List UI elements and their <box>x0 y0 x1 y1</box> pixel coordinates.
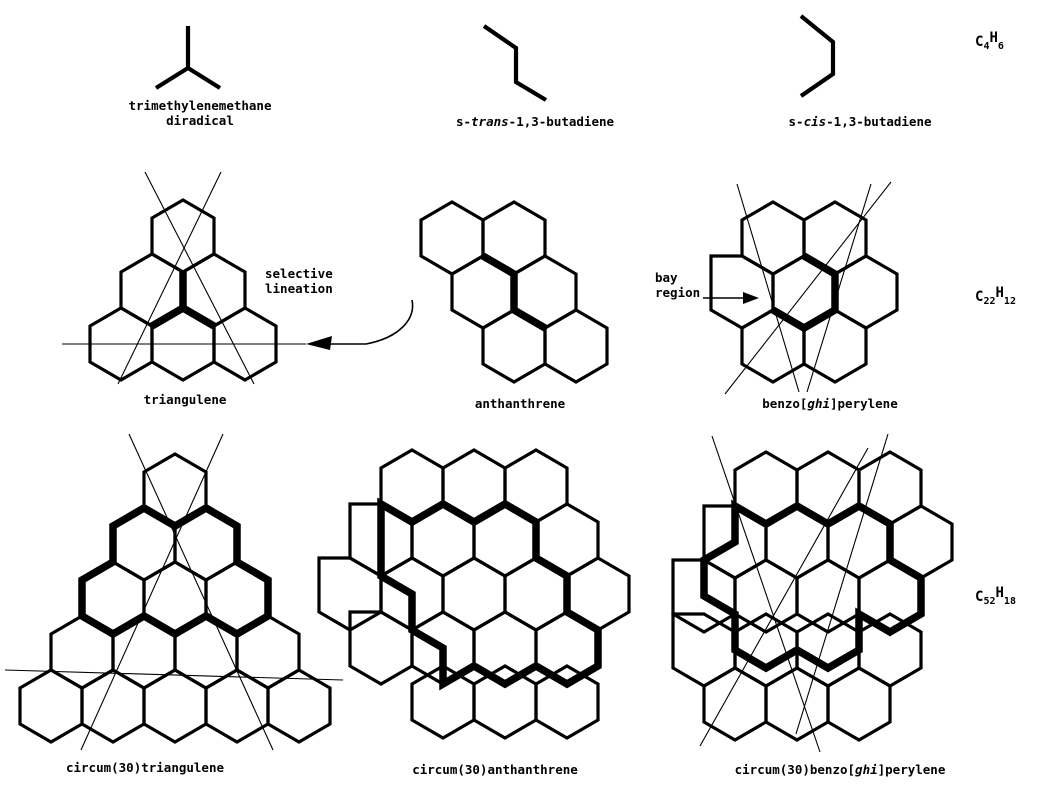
caption-prefix: s- <box>455 114 472 129</box>
cis-zigzag-path <box>799 14 836 98</box>
circum30-anthanthrene-bold-core-outline <box>377 497 602 691</box>
caption-line-1: trimethylenemethane <box>128 98 272 113</box>
benzo-ghi-perylene-selective-lineations <box>724 181 892 395</box>
y-bond-path <box>154 26 222 90</box>
benzo-ghi-perylene-drawing <box>709 181 899 395</box>
annotation-line-1: selective <box>265 266 333 281</box>
caption-s-trans-butadiene: s-trans-1,3-butadiene <box>375 114 695 129</box>
anthanthrene-drawing <box>419 200 609 384</box>
annotation-bay-region-arrow <box>703 288 763 310</box>
circum30-triangulene-bold-core-outline <box>78 503 272 639</box>
circum30-benzo-ghi-perylene-selective-lineations <box>699 433 889 753</box>
circum30-triangulene-drawing <box>4 433 344 751</box>
caption-prefix: circum(30)benzo[ <box>734 762 856 777</box>
annotation-selective-lineation-arrow <box>288 298 418 358</box>
caption-prefix: benzo[ <box>762 396 808 411</box>
formula-row-3: C52H18 <box>975 585 1016 607</box>
caption-benzo-ghi-perylene: benzo[ghi]perylene <box>690 396 970 411</box>
formula-sub-2: 6 <box>997 41 1004 53</box>
circum30-triangulene-selective-lineations <box>4 433 344 751</box>
annotation-selective-lineation: selective lineation <box>265 266 333 296</box>
formula-sub-2: 18 <box>1003 596 1016 608</box>
circum30-triangulene-hexagon-lattice <box>18 452 332 744</box>
structure-triangulene <box>58 168 308 388</box>
caption-suffix: -1,3-butadiene <box>508 114 615 129</box>
annotation-line-2: lineation <box>265 281 333 296</box>
straight-arrow-right-icon <box>703 292 759 304</box>
formula-row-2: C22H12 <box>975 285 1016 307</box>
s-cis-butadiene-drawing <box>799 14 836 98</box>
caption-italic: cis <box>803 114 827 129</box>
caption-italic: ghi <box>807 396 830 411</box>
annotation-line-1: bay <box>655 270 678 285</box>
structure-anthanthrene <box>418 196 628 384</box>
formula-sub-1: 22 <box>983 296 996 308</box>
structure-benzo-ghi-perylene <box>695 180 930 395</box>
circum30-anthanthrene-drawing <box>317 448 631 740</box>
formula-sub-1: 4 <box>983 41 990 53</box>
caption-italic: ghi <box>855 762 878 777</box>
formula-element-1: C <box>975 289 984 306</box>
structure-circum30-benzo-ghi-perylene <box>671 433 972 754</box>
caption-text: circum(30)triangulene <box>65 760 225 775</box>
structure-circum30-anthanthrene <box>317 440 642 750</box>
trimethylenemethane-drawing <box>154 26 222 90</box>
caption-s-cis-butadiene: s-cis-1,3-butadiene <box>700 114 1020 129</box>
triangulene-drawing <box>62 171 306 385</box>
structure-trimethylenemethane <box>140 20 250 100</box>
caption-circum30-benzo-ghi-perylene: circum(30)benzo[ghi]perylene <box>680 762 1000 777</box>
triangulene-selective-lineations <box>62 171 306 385</box>
formula-sub-1: 52 <box>983 596 996 608</box>
circum30-benzo-ghi-perylene-drawing <box>671 433 954 753</box>
caption-anthanthrene: anthanthrene <box>400 396 640 411</box>
caption-line-2: diradical <box>166 113 234 128</box>
structure-s-trans-butadiene <box>480 20 590 102</box>
caption-trimethylenemethane: trimethylenemethane diradical <box>45 98 355 128</box>
formula-element-1: C <box>975 589 984 606</box>
circum30-benzo-ghi-perylene-hexagon-lattice <box>671 450 954 742</box>
circum30-benzo-ghi-perylene-bold-core-outline <box>700 499 925 673</box>
caption-suffix: ]perylene <box>877 762 946 777</box>
anthanthrene-bold-bonds <box>481 252 547 332</box>
benzo-ghi-perylene-bold-bonds <box>771 252 839 333</box>
trans-zigzag-path <box>482 24 548 102</box>
caption-prefix: s- <box>788 114 804 129</box>
structure-s-cis-butadiene <box>795 12 905 102</box>
formula-row-1: C4H6 <box>975 30 1004 52</box>
circum30-anthanthrene-hexagon-lattice <box>317 448 631 740</box>
formula-element-1: C <box>975 34 984 51</box>
caption-suffix: ]perylene <box>830 396 898 411</box>
s-trans-butadiene-drawing <box>482 24 548 102</box>
caption-italic: trans <box>471 114 509 129</box>
triangulene-bold-bonds <box>150 272 216 330</box>
caption-circum30-triangulene: circum(30)triangulene <box>0 760 290 775</box>
formula-sub-2: 12 <box>1003 296 1016 308</box>
caption-text: circum(30)anthanthrene <box>412 762 578 777</box>
structure-circum30-triangulene <box>4 432 345 752</box>
curved-arrow-left-icon <box>306 299 414 350</box>
caption-text: anthanthrene <box>474 396 566 411</box>
formula-element-2: H <box>995 585 1004 601</box>
formula-element-2: H <box>989 30 998 46</box>
caption-triangulene: triangulene <box>55 392 315 407</box>
caption-suffix: -1,3-butadiene <box>826 114 932 129</box>
annotation-line-2: region <box>655 285 701 300</box>
formula-element-2: H <box>995 285 1004 301</box>
annotation-bay-region: bay region <box>655 270 700 300</box>
caption-circum30-anthanthrene: circum(30)anthanthrene <box>350 762 640 777</box>
caption-text: triangulene <box>143 392 227 407</box>
